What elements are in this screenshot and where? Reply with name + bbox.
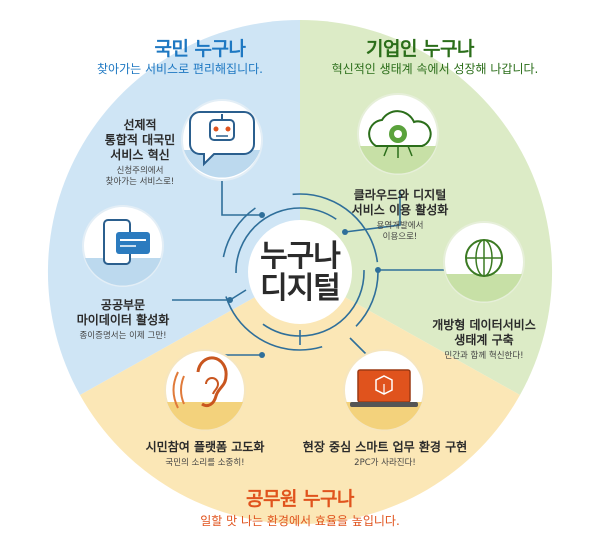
item-proactive-service: 선제적 통합적 대국민 서비스 혁신 신청주의에서 찾아가는 서비스로! (90, 118, 190, 188)
laptop-box-icon (343, 349, 425, 431)
ear-icon (164, 349, 246, 431)
official-sector (80, 272, 520, 525)
enterprise-section-subtitle: 혁신적인 생태계 속에서 성장해 나갑니다. (331, 62, 539, 76)
center-title-line1: 누구나 (260, 239, 341, 274)
item-title-line: 개방형 데이터서비스 (432, 318, 536, 332)
globe-network-icon (443, 221, 525, 303)
item-title-line: 공공부문 (100, 298, 146, 312)
item-subtitle-line: 민간과 함께 혁신한다! (444, 351, 524, 361)
item-title-line: 클라우드와 디지털 (353, 188, 447, 202)
item-title-line: 서비스 혁신 (110, 148, 170, 162)
item-title-line: 서비스 이용 활성화 (351, 203, 449, 217)
item-subtitle-line: 찾아가는 서비스로! (105, 177, 175, 187)
item-subtitle-line: 신청주의에서 (116, 166, 164, 176)
item-title-line: 현장 중심 스마트 업무 환경 구현 (302, 440, 468, 454)
citizen-section-title: 국민 누구나 (154, 38, 246, 60)
center-title-line2: 디지털 (260, 271, 341, 306)
item-title-line: 통합적 대국민 (104, 133, 176, 147)
item-subtitle-line: 용역개발에서 (376, 221, 424, 231)
enterprise-section-title: 기업인 누구나 (366, 38, 475, 60)
mobile-card-icon (82, 205, 164, 287)
item-smart-work: 현장 중심 스마트 업무 환경 구현 2PC가 사라진다! (300, 440, 470, 469)
center-disc (248, 220, 352, 324)
item-subtitle-line: 종이증명서는 이제 그만! (79, 331, 167, 341)
item-public-mydata: 공공부문 마이데이터 활성화 종이증명서는 이제 그만! (58, 298, 188, 342)
item-subtitle-line: 국민의 소리를 소중히! (165, 458, 245, 468)
item-cloud-digital: 클라우드와 디지털 서비스 이용 활성화 용역개발에서 이용으로! (340, 188, 460, 243)
item-title-line: 생태계 구축 (454, 333, 514, 347)
item-open-data: 개방형 데이터서비스 생태계 구축 민간과 함께 혁신한다! (414, 318, 554, 362)
robot-chat-icon (181, 99, 263, 181)
item-title-line: 마이데이터 활성화 (76, 313, 170, 327)
citizen-section-subtitle: 찾아가는 서비스로 편리해집니다. (96, 62, 263, 76)
item-subtitle-line: 이용으로! (382, 232, 418, 242)
item-citizen-platform: 시민참여 플랫폼 고도화 국민의 소리를 소중히! (135, 440, 275, 469)
item-subtitle-line: 2PC가 사라진다! (354, 458, 416, 468)
cloud-gear-icon (357, 93, 439, 175)
item-title-line: 시민참여 플랫폼 고도화 (145, 440, 265, 454)
item-title-line: 선제적 (123, 118, 157, 132)
official-section-title: 공무원 누구나 (246, 488, 355, 510)
official-section-subtitle: 일할 맛 나는 환경에서 효율을 높입니다. (200, 514, 400, 528)
